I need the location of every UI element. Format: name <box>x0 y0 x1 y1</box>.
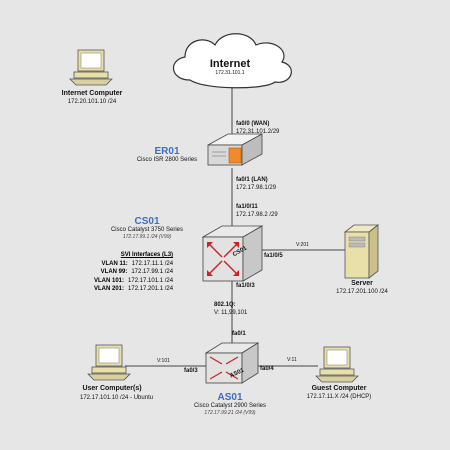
er01-lan-port: fa0/1 (LAN) <box>236 177 268 183</box>
as01-up-port: fa0/1 <box>232 331 246 337</box>
user-computer-os: - Ubuntu <box>130 395 154 401</box>
as01-user-port: fa0/3 <box>184 368 198 374</box>
user-computer-name: User Computer(s) <box>82 385 142 392</box>
server-vlan: V:201 <box>296 242 309 248</box>
svi-ip: 172.17.101.1 /24 <box>128 277 174 284</box>
svi-vlan: VLAN 201: <box>94 286 125 293</box>
er01-wan-port: fa0/0 (WAN) <box>236 121 270 127</box>
switch-icon <box>204 342 260 384</box>
as01-mgmt-ip: 172.17.99.21 /24 (V99) <box>204 410 256 416</box>
er01-name: ER01 <box>154 146 180 157</box>
svi-vlan: VLAN 11: <box>101 260 128 267</box>
cs01-name: CS01 <box>134 216 160 227</box>
svi-ip: 172.17.99.1 /24 <box>131 269 174 276</box>
cs01-server-port: fa1/0/5 <box>264 253 283 259</box>
er01-wan-ip: 172.31.101.2/29 <box>236 129 280 135</box>
list-item: VLAN 11: 172.17.11.1 /24 <box>94 260 173 269</box>
router-icon <box>207 133 263 166</box>
svi-vlan: VLAN 101: <box>94 277 125 284</box>
desktop-computer-icon <box>315 346 359 383</box>
desktop-computer-icon <box>87 344 131 381</box>
internet-computer-name: Internet Computer <box>61 90 123 97</box>
list-item: VLAN 101: 172.17.101.1 /24 <box>94 277 173 286</box>
er01-model: Cisco ISR 2800 Series <box>136 157 198 163</box>
server-name: Server <box>351 280 373 287</box>
trunk-vlans: V: 11,99,101 <box>214 310 248 316</box>
desktop-computer-icon <box>69 49 113 86</box>
internet-ip: 172.31.101.1 <box>215 70 245 76</box>
internet-label: Internet <box>209 58 251 70</box>
server-icon <box>343 224 380 279</box>
svi-ip: 172.17.201.1 /24 <box>128 286 174 293</box>
cs01-down-port: fa1/0/3 <box>236 283 255 289</box>
svi-title: SVI Interfaces (L3) <box>120 252 174 258</box>
user-vlan: V:101 <box>157 358 170 364</box>
as01-name: AS01 <box>217 392 243 403</box>
list-item: VLAN 201: 172.17.201.1 /24 <box>94 285 173 294</box>
er01-lan-ip: 172.17.98.1/29 <box>236 185 277 191</box>
guest-vlan: V:11 <box>287 357 297 363</box>
layer3-switch-icon <box>201 225 264 282</box>
cs01-uplink-port: fa1/0/11 <box>236 204 258 210</box>
user-computer-ip: 172.17.101.10 /24 <box>80 395 129 401</box>
user-computer-ip-line: 172.17.101.10 /24 - Ubuntu <box>80 395 153 402</box>
as01-model: Cisco Catalyst 2900 Series <box>193 403 267 409</box>
cs01-model: Cisco Catalyst 3750 Series <box>110 227 184 233</box>
cs01-uplink-ip: 172.17.98.2 /29 <box>236 212 278 218</box>
internet-computer-ip: 172.20.101.10 /24 <box>67 99 117 105</box>
svi-ip: 172.17.11.1 /24 <box>131 260 174 267</box>
guest-computer-ip: 172.17.11.X /24 (DHCP) <box>306 394 372 400</box>
list-item: VLAN 99: 172.17.99.1 /24 <box>94 268 173 277</box>
trunk-type: 802.1Q: <box>214 302 236 308</box>
server-ip: 172.17.201.100 /24 <box>336 289 388 295</box>
as01-guest-port: fa0/4 <box>260 366 274 372</box>
svi-interfaces-list: SVI Interfaces (L3) VLAN 11: 172.17.11.1… <box>94 251 173 294</box>
svi-vlan: VLAN 99: <box>100 269 128 276</box>
guest-computer-name: Guest Computer <box>311 385 367 392</box>
cs01-mgmt-ip: 172.17.99.1 /24 (V99) <box>122 234 172 240</box>
cloud-icon <box>173 33 292 89</box>
